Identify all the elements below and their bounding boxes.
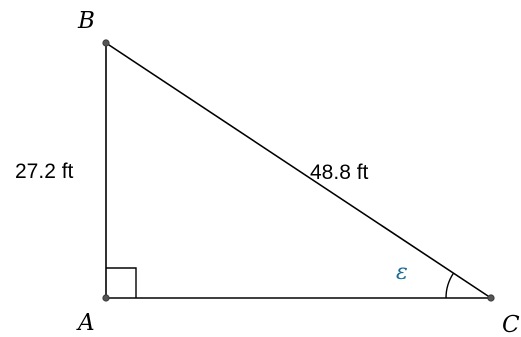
- right-angle-marker: [106, 267, 137, 298]
- vertex-label-b: B: [77, 8, 95, 34]
- point-a: [102, 294, 110, 302]
- angle-label-epsilon: ε: [396, 260, 408, 285]
- point-c: [487, 294, 495, 302]
- angle-arc-c: [445, 272, 455, 299]
- side-bc: [105, 42, 492, 299]
- point-b: [102, 39, 110, 47]
- side-label-ab: 27.2 ft: [15, 160, 74, 183]
- vertex-label-c: C: [502, 312, 520, 337]
- side-label-bc: 48.8 ft: [310, 161, 369, 184]
- vertex-label-a: A: [76, 310, 95, 336]
